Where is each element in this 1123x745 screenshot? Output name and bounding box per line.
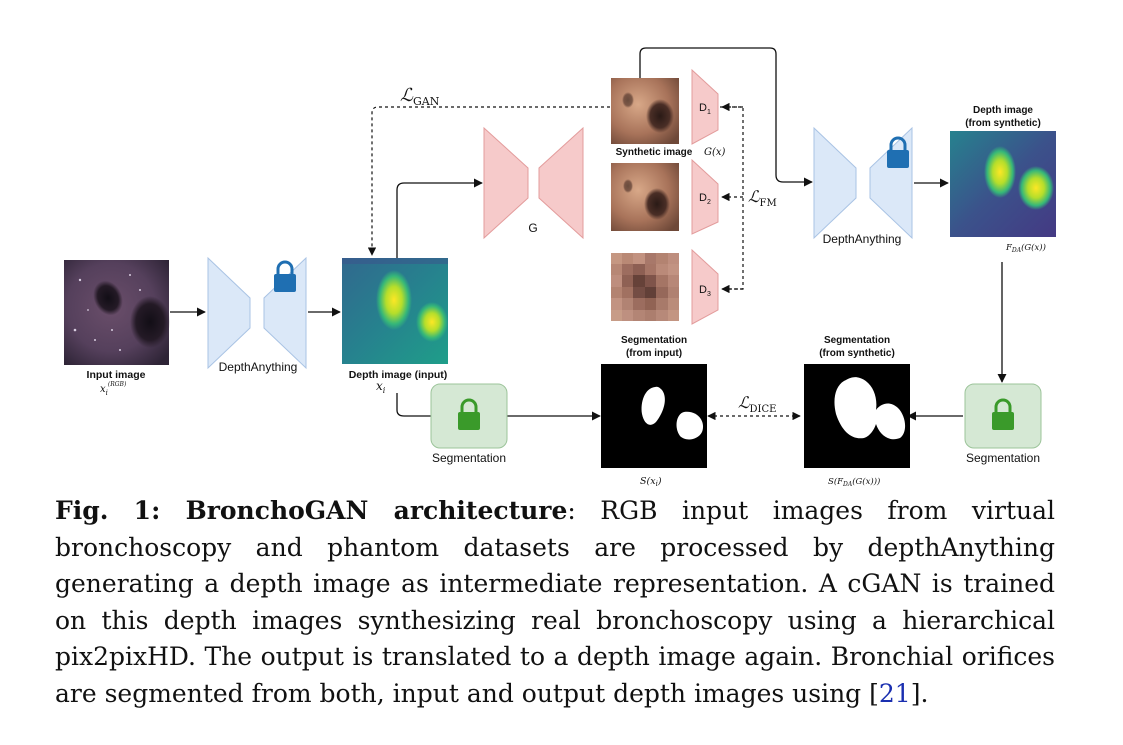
discriminator-3: D3 — [691, 248, 719, 325]
depthanything-encoder-left: DepthAnything — [207, 256, 307, 374]
discriminator-1: D1 — [691, 68, 719, 145]
caption-text: : RGB input images from virtual bronchos… — [55, 496, 1055, 708]
depth-image-input-math: xi — [376, 379, 386, 395]
arrow-depth-to-generator — [396, 178, 483, 258]
generator-encoder-shape — [483, 126, 529, 240]
synthetic-image-2 — [611, 163, 679, 231]
arrow-depth-to-seg-input — [396, 393, 601, 421]
input-image: Input image xi(RGB) — [64, 260, 170, 397]
seg-input-label-1: Segmentation — [621, 335, 687, 346]
depth-synthetic-math: FDA(G(x)) — [1005, 242, 1046, 254]
loss-connectors — [367, 102, 801, 421]
caption-ref-close: ]. — [910, 678, 929, 708]
svg-text:D2: D2 — [699, 192, 711, 206]
svg-text:D1: D1 — [699, 102, 711, 116]
input-image-label: Input image — [87, 369, 146, 381]
connectors — [170, 47, 1007, 421]
loss-dice-label: ℒDICE — [738, 393, 776, 415]
segmentation-label: Segmentation — [966, 451, 1040, 465]
segmentation-block-left: Segmentation — [430, 383, 508, 465]
depth-image-input-label: Depth image (input) — [349, 369, 448, 381]
seg-input-math: S(xi) — [640, 476, 662, 488]
architecture-diagram: Input image xi(RGB) DepthAnything Depth … — [64, 47, 1056, 488]
segmentation-block-right: Segmentation — [964, 383, 1042, 465]
depthanything-label: DepthAnything — [823, 232, 902, 246]
dashed-fm-loss — [720, 106, 744, 290]
seg-synthetic-label-1: Segmentation — [824, 335, 890, 346]
seg-input-label-2: (from input) — [626, 348, 682, 359]
depth-synthetic-label-2: (from synthetic) — [965, 118, 1041, 129]
synthetic-image-3-pixelated — [611, 253, 679, 321]
input-image-math: xi(RGB) — [100, 381, 127, 397]
depth-synthetic-label-1: Depth image — [973, 105, 1033, 116]
caption-ref-open: [ — [869, 678, 879, 708]
generator-decoder-shape — [538, 126, 584, 240]
depth-image-synthetic: Depth image (from synthetic) FDA(G(x)) — [950, 105, 1056, 254]
caption-reference-link[interactable]: 21 — [878, 678, 911, 708]
synthetic-image-math: G(x) — [704, 147, 726, 158]
lock-icon — [992, 398, 1014, 430]
discriminator-2: D2 — [691, 158, 719, 235]
seg-synthetic-math: S(FDA(G(x))) — [828, 476, 880, 488]
segmentation-from-input: Segmentation (from input) S(xi) — [601, 335, 707, 488]
svg-text:D3: D3 — [699, 284, 711, 298]
segmentation-label: Segmentation — [432, 451, 506, 465]
dashed-gan-loss — [367, 106, 610, 256]
arrow-synthetic-to-depthanything — [639, 47, 813, 187]
depthanything-encoder-right: DepthAnything — [813, 126, 913, 246]
depth-image-input: Depth image (input) xi — [342, 258, 448, 395]
loss-fm-label: ℒFM — [748, 187, 777, 209]
generator-label: G — [528, 221, 537, 235]
segmentation-from-synthetic: Segmentation (from synthetic) S(FDA(G(x)… — [804, 335, 910, 488]
synthetic-image-1 — [611, 78, 679, 144]
loss-gan-label: ℒGAN — [400, 85, 440, 108]
caption-title-wrapper: : — [151, 496, 186, 525]
synthetic-image-label: Synthetic image — [616, 147, 693, 158]
seg-synthetic-label-2: (from synthetic) — [819, 348, 895, 359]
caption-fig-label: Fig. 1 — [55, 496, 152, 525]
depthanything-label: DepthAnything — [219, 360, 298, 374]
depthanything-encoder-shape — [207, 256, 251, 370]
lock-icon — [274, 260, 296, 292]
lock-icon — [458, 398, 480, 430]
generator: G — [483, 126, 584, 240]
caption-title: BronchoGAN architecture — [185, 496, 568, 525]
figure-caption: Fig. 1: BronchoGAN architecture: RGB inp… — [55, 493, 1055, 712]
lock-icon — [887, 136, 909, 168]
